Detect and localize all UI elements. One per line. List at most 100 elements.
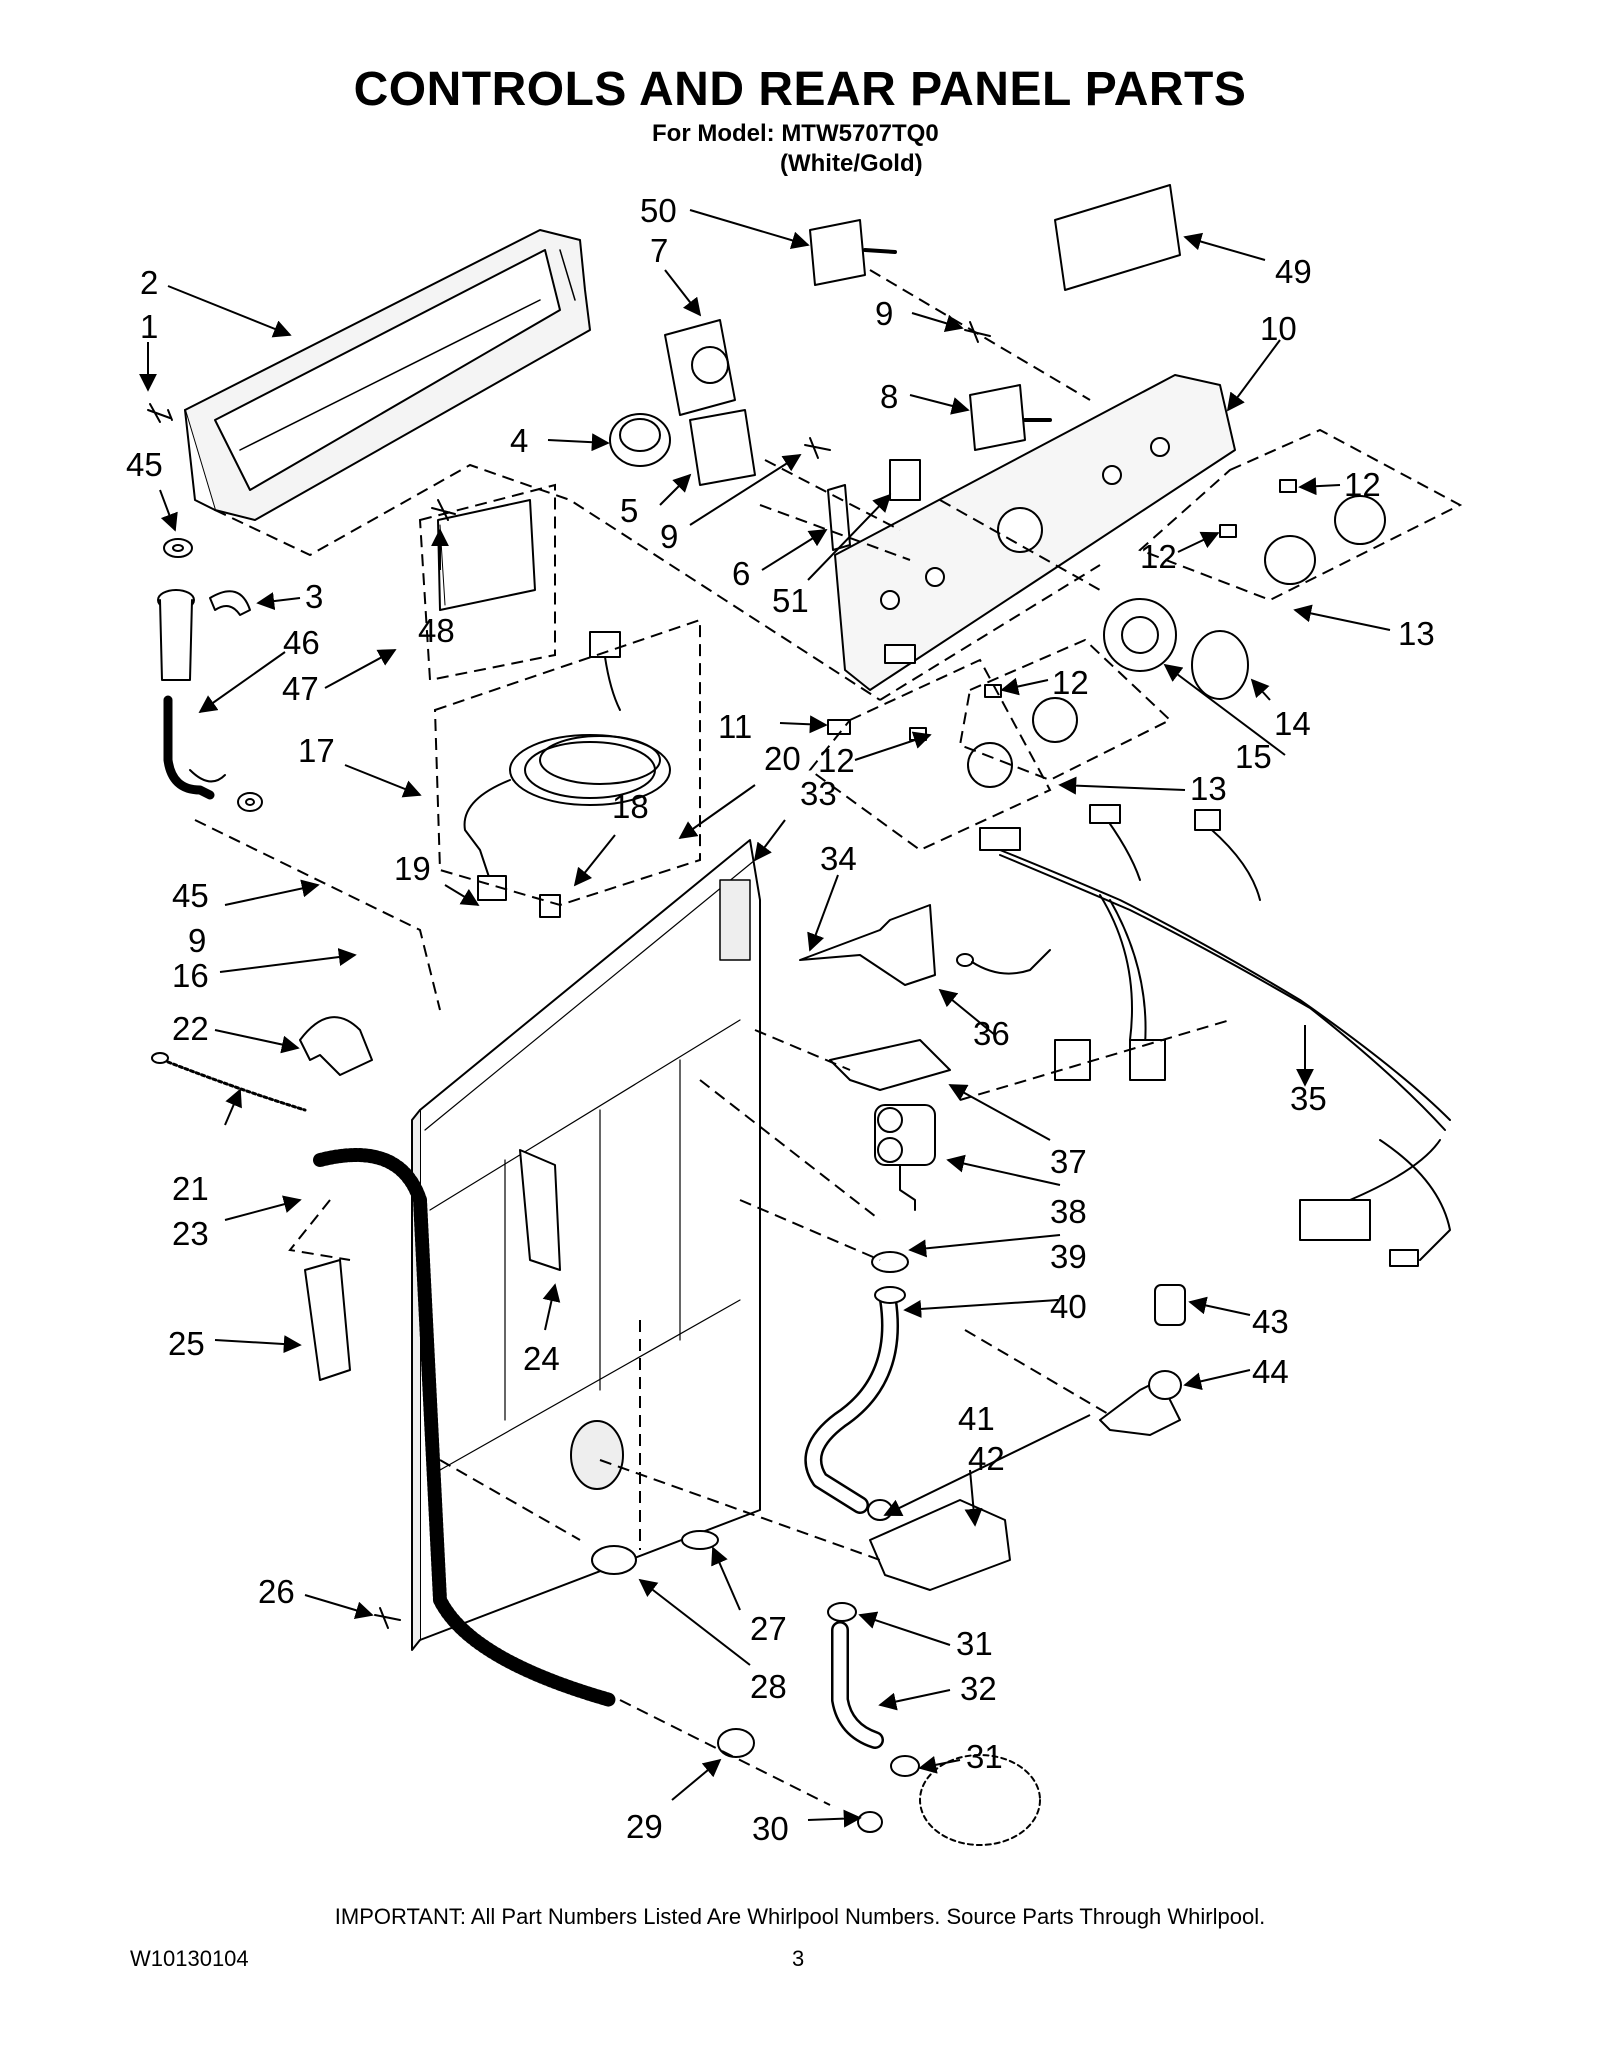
callout-47: 47 [282,670,319,707]
callout-23: 23 [172,1215,209,1252]
callout-38: 38 [1050,1193,1087,1230]
callout-13: 13 [1190,770,1227,807]
callout-12: 12 [1140,538,1177,575]
clamp-part [717,1728,755,1758]
callout-22: 22 [172,1010,209,1047]
callout-30: 30 [752,1810,789,1847]
callout-36: 36 [973,1015,1010,1052]
callout-42: 42 [968,1440,1005,1477]
callout-13: 13 [1398,615,1435,652]
callout-45: 45 [126,446,163,483]
clip-part [1279,479,1297,493]
bracket-part [829,1039,951,1091]
callout-21: 21 [172,1170,209,1207]
plug-part [681,1530,719,1550]
callout-31: 31 [966,1738,1003,1775]
rear-panel-part [411,839,761,1651]
callout-29: 29 [626,1808,663,1845]
guide-part [304,1259,351,1381]
callout-8: 8 [880,378,898,415]
clamp-part [867,1499,893,1521]
control-panel-part [834,374,1236,691]
callout-44: 44 [1252,1353,1289,1390]
callout-12: 12 [1344,466,1381,503]
callout-27: 27 [750,1610,787,1647]
water-valve-part [874,1104,936,1211]
switch-part [969,384,1026,451]
clip-part [827,484,851,551]
switch-part [689,409,756,486]
clamp-part [890,1755,920,1777]
power-cord-part [463,631,671,901]
callout-25: 25 [168,1325,205,1362]
callout-40: 40 [1050,1288,1087,1325]
callout-34: 34 [820,840,857,877]
knob-part [1334,495,1386,545]
callout-48: 48 [418,612,455,649]
model-color: (White/Gold) [780,150,923,177]
callout-9: 9 [660,518,678,555]
clamp-part [827,1602,857,1622]
console-part [184,229,591,521]
callout-2: 2 [140,264,158,301]
callout-24: 24 [523,1340,560,1377]
model-number: For Model: MTW5707TQ0 [652,120,939,147]
knob-part [1191,630,1249,700]
callout-33: 33 [800,775,837,812]
hose-part [163,695,215,800]
document-number: W10130104 [130,1946,249,1971]
shield-part [799,904,936,986]
clip-part [519,1149,561,1271]
screw-part [374,1607,401,1629]
bracket-part [299,1016,373,1076]
callout-35: 35 [1290,1080,1327,1117]
callout-12: 12 [818,742,855,779]
drain-hose-part [313,1148,617,1707]
callout-37: 37 [1050,1143,1087,1180]
callout-9: 9 [188,922,206,959]
wire-harness-part [956,804,1451,1267]
callout-1: 1 [140,308,158,345]
bracket-part [889,459,921,501]
callout-7: 7 [650,232,668,269]
capacitor-part [1154,1284,1186,1326]
callout-51: 51 [772,582,809,619]
cover-part [437,499,536,611]
callout-4: 4 [510,422,528,459]
callout-16: 16 [172,957,209,994]
clamp-part [591,1545,637,1575]
callout-12: 12 [1052,664,1089,701]
callout-19: 19 [394,850,431,887]
callout-49: 49 [1275,253,1312,290]
switch-part [809,219,866,286]
ground-wire-part [151,1052,307,1112]
clamp-part [871,1251,909,1273]
callout-39: 39 [1050,1238,1087,1275]
callout-6: 6 [732,555,750,592]
label-card-part [1054,184,1181,291]
callout-17: 17 [298,732,335,769]
page-number: 3 [792,1946,805,1971]
callout-41: 41 [958,1400,995,1437]
callout-20: 20 [764,740,801,777]
hose-part [804,1291,899,1514]
callout-3: 3 [305,578,323,615]
label-part [827,719,851,735]
callout-11: 11 [718,708,752,745]
callout-18: 18 [612,788,649,825]
clip-part [209,590,251,616]
callout-5: 5 [620,492,638,529]
callout-14: 14 [1274,705,1311,742]
pump-part [1099,1370,1182,1436]
callout-32: 32 [960,1670,997,1707]
screw-part [147,403,173,423]
important-note: IMPORTANT: All Part Numbers Listed Are W… [334,1904,1266,1929]
callout-28: 28 [750,1668,787,1705]
page-title: CONTROLS AND REAR PANEL PARTS [353,63,1247,116]
callout-9: 9 [875,295,893,332]
callout-26: 26 [258,1573,295,1610]
callout-45: 45 [172,877,209,914]
strain-relief-part [539,894,561,918]
callout-15: 15 [1235,738,1272,775]
